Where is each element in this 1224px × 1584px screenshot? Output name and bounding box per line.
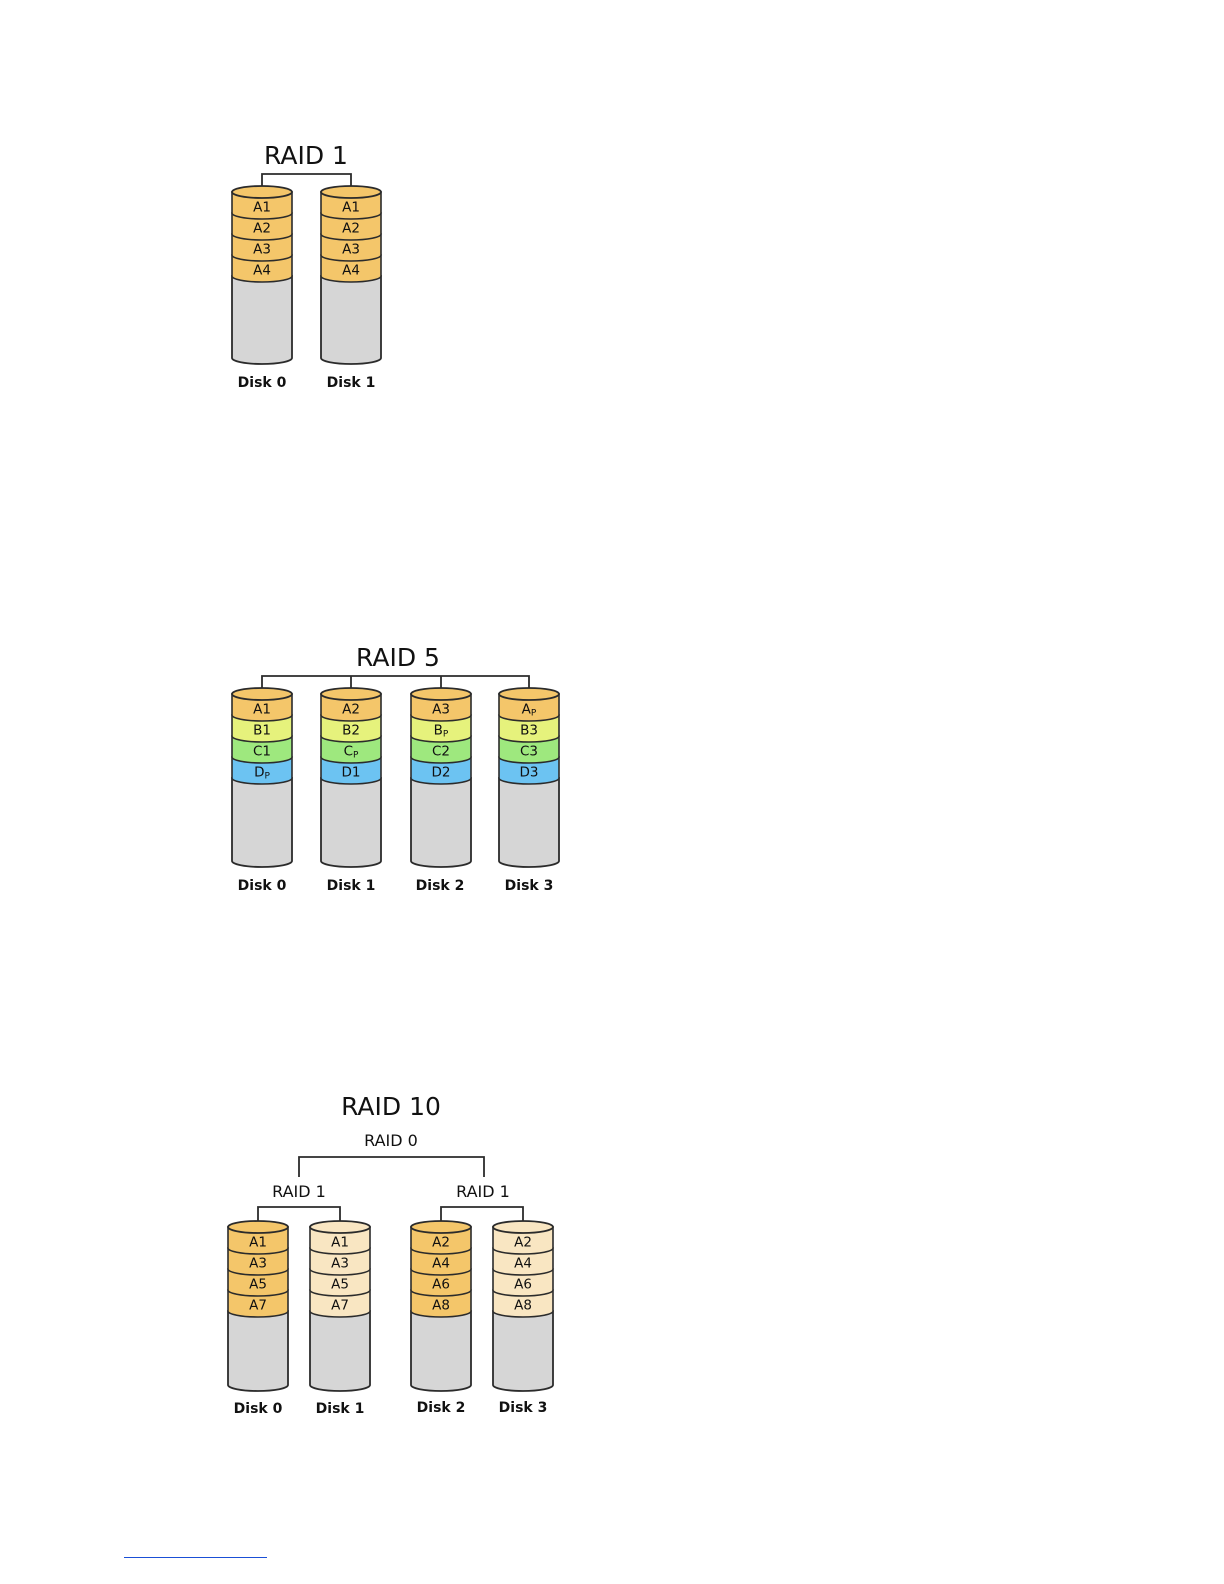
disk-label: Disk 3	[505, 878, 554, 894]
disk-empty-space	[232, 778, 292, 867]
block-label: D2	[432, 765, 451, 781]
block-label: A4	[432, 1256, 450, 1272]
disk-top-cap	[232, 688, 292, 700]
block-label: A1	[253, 702, 271, 718]
block-label: A3	[432, 702, 450, 718]
disk-empty-space	[310, 1311, 370, 1391]
raid-10-title: RAID 10	[341, 1092, 441, 1121]
block-label: A1	[342, 200, 360, 216]
disk-label: Disk 2	[416, 878, 465, 894]
block-label: A3	[342, 242, 360, 258]
disk-top-cap	[310, 1221, 370, 1233]
raid-1-title: RAID 1	[264, 141, 348, 170]
disk-empty-space	[321, 276, 381, 364]
disk-top-cap	[411, 688, 471, 700]
raid-10-disk-1: A1A3A5A7	[310, 1221, 370, 1391]
block-label: A6	[514, 1277, 532, 1293]
raid-5-connector	[262, 676, 529, 690]
disk-empty-space	[228, 1311, 288, 1391]
disk-empty-space	[499, 778, 559, 867]
raid-1-disk-0: A1A2A3A4	[232, 186, 292, 364]
raid-5-title: RAID 5	[356, 643, 440, 672]
block-label: A2	[342, 702, 360, 718]
block-label: B1	[253, 723, 271, 739]
disk-label: Disk 1	[327, 878, 376, 894]
disk-label: Disk 1	[316, 1401, 365, 1417]
disk-label: Disk 0	[238, 878, 287, 894]
block-label: A3	[331, 1256, 349, 1272]
block-label: A1	[249, 1235, 267, 1251]
disk-label: Disk 3	[499, 1400, 548, 1416]
block-label: A3	[253, 242, 271, 258]
disk-label: Disk 1	[327, 375, 376, 391]
disk-top-cap	[321, 688, 381, 700]
raid-1-group-title: RAID 1	[456, 1182, 510, 1201]
block-label: A2	[253, 221, 271, 237]
block-label: D1	[342, 765, 361, 781]
disk-top-cap	[232, 186, 292, 198]
block-subscript: P	[264, 772, 270, 782]
block-subscript: P	[443, 730, 449, 740]
disk-label: Disk 2	[417, 1400, 466, 1416]
block-label: C1	[253, 744, 271, 760]
block-label: A7	[331, 1298, 349, 1314]
block-subscript: P	[531, 709, 537, 719]
disk-top-cap	[321, 186, 381, 198]
block-label: A2	[342, 221, 360, 237]
block-label: A2	[432, 1235, 450, 1251]
block-label: D3	[520, 765, 539, 781]
block-label: A8	[514, 1298, 532, 1314]
disk-label: Disk 0	[234, 1401, 283, 1417]
raid-0-connector	[299, 1157, 484, 1177]
footnote-rule	[124, 1557, 267, 1558]
block-label: B3	[520, 723, 538, 739]
disk-top-cap	[228, 1221, 288, 1233]
disk-empty-space	[411, 1311, 471, 1391]
disk-empty-space	[321, 778, 381, 867]
block-label: C3	[520, 744, 538, 760]
disk-top-cap	[499, 688, 559, 700]
raid-10-disk-3: A2A4A6A8	[493, 1221, 553, 1391]
block-label: A5	[331, 1277, 349, 1293]
block-label: A4	[342, 263, 360, 279]
disk-empty-space	[493, 1311, 553, 1391]
block-label: A5	[249, 1277, 267, 1293]
raid-1-group-title: RAID 1	[272, 1182, 326, 1201]
block-label: C2	[432, 744, 450, 760]
block-label: A1	[253, 200, 271, 216]
block-subscript: P	[353, 751, 359, 761]
block-label: A3	[249, 1256, 267, 1272]
disk-label: Disk 0	[238, 375, 287, 391]
disk-empty-space	[411, 778, 471, 867]
block-label: A6	[432, 1277, 450, 1293]
disk-empty-space	[232, 276, 292, 364]
raid-5-disk-3: APB3C3D3	[499, 688, 559, 867]
block-label: A8	[432, 1298, 450, 1314]
block-label: A4	[514, 1256, 532, 1272]
block-label: A7	[249, 1298, 267, 1314]
raid-10-subtitle: RAID 0	[364, 1131, 418, 1150]
disk-top-cap	[411, 1221, 471, 1233]
block-label: A4	[253, 263, 271, 279]
block-label: A2	[514, 1235, 532, 1251]
block-label: B2	[342, 723, 360, 739]
block-label: A1	[331, 1235, 349, 1251]
disk-top-cap	[493, 1221, 553, 1233]
